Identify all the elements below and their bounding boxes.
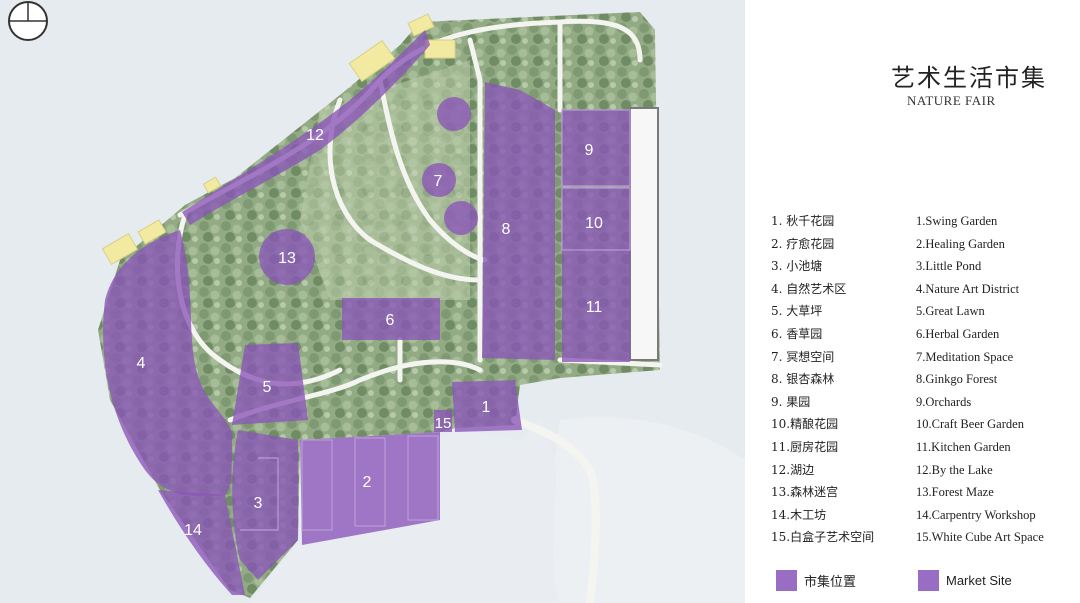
park-map: 1 2 3 4 5 6 7 8 9 10 11 12 13 14 15 [0, 0, 745, 603]
zone-14-carpentry-workshop[interactable] [158, 490, 245, 595]
legend-item-en: 11.Kitchen Garden [916, 439, 1011, 454]
legend-list-english: 1.Swing Garden 2.Healing Garden 3.Little… [916, 212, 1044, 551]
zone-label-5: 5 [263, 379, 272, 396]
title-chinese: 艺术生活市集 [891, 64, 1047, 92]
legend-item-en: 4.Nature Art District [916, 281, 1020, 296]
zone-label-13: 13 [278, 250, 296, 267]
zone-label-8: 8 [502, 221, 511, 238]
buildings [101, 13, 456, 265]
market-site-key-chinese: 市集位置 [776, 570, 856, 591]
legend-item-en: 8.Ginkgo Forest [916, 372, 998, 387]
legend-item-en: 9.Orchards [916, 394, 972, 409]
zone-12-by-the-lake[interactable] [182, 30, 430, 225]
legend-item-cn: 12.湖边 [771, 462, 815, 477]
zone-3-little-pond[interactable] [232, 430, 298, 580]
zone-7-meditation-space[interactable] [422, 163, 456, 197]
legend-item-en: 10.Craft Beer Garden [916, 417, 1024, 432]
legend-list-chinese: 1. 秋千花园 2. 疗愈花园 3. 小池塘 4. 自然艺术区 5. 大草坪 6… [771, 212, 874, 551]
legend-item-en: 14.Carpentry Workshop [916, 507, 1036, 522]
zone-13-forest-maze[interactable] [259, 229, 315, 285]
legend-item-en: 2.Healing Garden [916, 236, 1005, 251]
legend-item-cn: 7. 冥想空间 [771, 349, 835, 364]
structure-outlines [240, 109, 631, 531]
market-key-label-en: Market Site [946, 573, 1012, 588]
zone-label-15: 15 [435, 415, 452, 432]
legend-panel: 艺术生活市集 NATURE FAIR 1. 秋千花园 2. 疗愈花园 3. 小池… [745, 0, 1080, 603]
legend-item-en: 13.Forest Maze [916, 485, 994, 500]
legend-item-cn: 6. 香草园 [771, 326, 823, 341]
zone-15-white-cube[interactable] [434, 410, 452, 432]
legend-item-cn: 14.木工坊 [771, 507, 827, 522]
zone-label-4: 4 [137, 355, 146, 372]
market-swatch-icon [918, 570, 939, 591]
zone-1-swing-garden[interactable] [452, 380, 522, 432]
zone-4-nature-art-district[interactable] [103, 230, 233, 497]
zone-7-meditation-space-b[interactable] [444, 201, 478, 235]
zone-5-great-lawn[interactable] [232, 343, 308, 425]
legend-item-en: 5.Great Lawn [916, 304, 985, 319]
zone-label-9: 9 [585, 142, 594, 159]
zone-label-12: 12 [306, 127, 324, 144]
zone-label-7: 7 [434, 173, 443, 190]
legend-item-cn: 8. 银杏森林 [771, 372, 835, 387]
legend-item-cn: 15.白盒子艺术空间 [771, 530, 875, 545]
lower-land [553, 417, 745, 603]
legend-item-en: 15.White Cube Art Space [916, 530, 1044, 545]
market-swatch-icon [776, 570, 797, 591]
legend-item-en: 3.Little Pond [916, 259, 982, 274]
legend-item-cn: 1. 秋千花园 [771, 214, 835, 228]
zone-label-2: 2 [363, 474, 372, 491]
legend-item-en: 1.Swing Garden [916, 214, 998, 228]
service-building [629, 107, 659, 361]
zone-label-1: 1 [482, 399, 491, 416]
park-paths [174, 18, 663, 603]
legend-item-en: 7.Meditation Space [916, 349, 1014, 364]
legend-item-cn: 5. 大草坪 [771, 304, 823, 319]
zone-label-11: 11 [586, 299, 603, 316]
legend-item-cn: 3. 小池塘 [771, 259, 823, 274]
market-key-label-cn: 市集位置 [804, 575, 857, 590]
legend-item-cn: 2. 疗愈花园 [771, 236, 835, 251]
title-english: NATURE FAIR [907, 93, 996, 108]
zone-11-kitchen-garden[interactable] [562, 250, 630, 362]
zone-8-ginkgo-forest[interactable] [482, 82, 555, 360]
zone-label-6: 6 [386, 312, 395, 329]
market-site-key-english: Market Site [918, 570, 1012, 591]
legend-item-cn: 9. 果园 [771, 394, 811, 409]
legend-item-cn: 4. 自然艺术区 [771, 281, 847, 296]
legend-item-cn: 10.精酿花园 [771, 417, 839, 432]
zone-7-meditation-space-a[interactable] [437, 97, 471, 131]
zone-2-healing-garden[interactable] [300, 432, 440, 545]
zone-label-10: 10 [585, 215, 603, 232]
zone-9-orchards[interactable] [562, 110, 630, 186]
compass-rose-icon [8, 1, 48, 41]
zone-label-3: 3 [254, 495, 263, 512]
legend-item-en: 12.By the Lake [916, 462, 993, 477]
legend-item-cn: 11.厨房花园 [771, 439, 839, 454]
legend-item-cn: 13.森林迷宫 [771, 485, 839, 500]
zone-6-herbal-garden[interactable] [342, 298, 440, 340]
zone-label-14: 14 [184, 522, 202, 539]
legend-item-en: 6.Herbal Garden [916, 326, 1000, 341]
zone-10-craft-beer-garden[interactable] [562, 188, 630, 250]
